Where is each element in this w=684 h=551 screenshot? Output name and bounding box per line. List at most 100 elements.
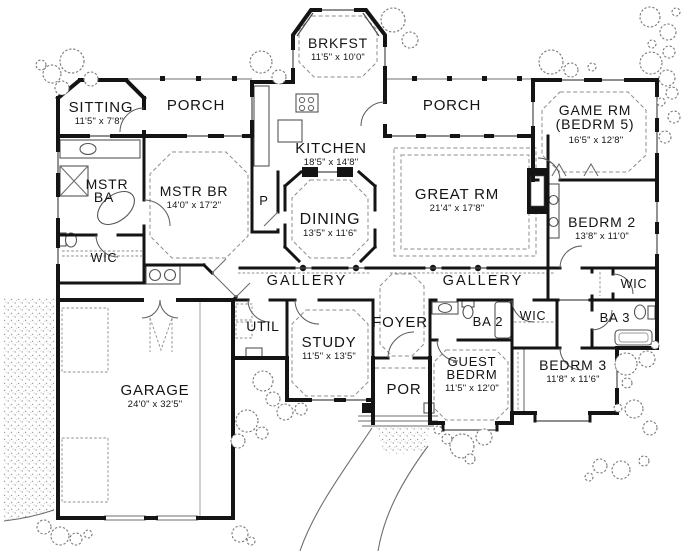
room-dims-great-rm: 21'4" x 17'8" bbox=[430, 203, 485, 214]
room-label-pantry: P bbox=[259, 193, 268, 208]
shrub-icon bbox=[271, 69, 287, 85]
porch-columns bbox=[160, 76, 522, 81]
shrub-icon bbox=[662, 45, 676, 59]
shrub-icon bbox=[614, 352, 638, 376]
shrub-icon bbox=[42, 64, 62, 84]
shrub-icon bbox=[647, 39, 657, 49]
room-label-mstr-ba-2: BA bbox=[94, 189, 114, 205]
cooktop-icon bbox=[295, 93, 319, 113]
shrub-icon bbox=[538, 49, 564, 75]
room-dims-guest: 11'5" x 12'0" bbox=[445, 383, 499, 394]
shrub-icon bbox=[249, 50, 273, 74]
shrub-icon bbox=[611, 460, 631, 480]
room-label-bedrm3: BEDRM 3 bbox=[539, 357, 607, 373]
room-label-foyer: FOYER bbox=[372, 314, 428, 331]
shrub-icon bbox=[639, 6, 661, 28]
room-dims-bedrm2: 13'8" x 11'0" bbox=[575, 231, 629, 242]
shrub-icon bbox=[638, 455, 650, 467]
shrub-icon bbox=[656, 97, 666, 107]
landscaping bbox=[35, 6, 681, 546]
shrub-icon bbox=[665, 86, 679, 100]
garage-marks bbox=[61, 300, 201, 518]
shrub-icon bbox=[671, 7, 681, 17]
shrub-icon bbox=[50, 526, 70, 546]
room-label-por: POR bbox=[387, 381, 422, 398]
room-label-ba2: BA 2 bbox=[473, 314, 504, 329]
shrub-icon bbox=[252, 370, 274, 392]
room-label-wic-right: WIC bbox=[621, 277, 648, 291]
shrub-icon bbox=[659, 23, 677, 41]
room-labels: SITTING 11'5" x 7'8" PORCH BRKFST 11'5" … bbox=[69, 35, 648, 410]
shrub-icon bbox=[230, 433, 246, 449]
shrub-icon bbox=[592, 458, 608, 474]
walkway bbox=[299, 415, 438, 551]
toilet-icon bbox=[633, 304, 647, 320]
shrub-icon bbox=[639, 51, 663, 75]
room-label-util: UTIL bbox=[246, 318, 280, 334]
doors bbox=[95, 101, 634, 371]
shrub-icon bbox=[642, 420, 658, 436]
room-label-game-rm-alt: (BEDRM 5) bbox=[556, 116, 635, 132]
shrub-icon bbox=[449, 433, 475, 459]
toilet-icon bbox=[462, 304, 474, 320]
shrub-icon bbox=[658, 69, 676, 87]
room-dims-sitting: 11'5" x 7'8" bbox=[75, 116, 124, 127]
shrub-icon bbox=[83, 529, 93, 539]
room-label-bedrm2: BEDRM 2 bbox=[568, 214, 636, 230]
room-label-study: STUDY bbox=[302, 334, 357, 351]
shrub-icon bbox=[255, 426, 269, 440]
sink-icon bbox=[437, 302, 453, 314]
shrub-icon bbox=[294, 402, 308, 416]
shrub-icon bbox=[650, 340, 660, 350]
shrub-icon bbox=[380, 7, 406, 33]
shrub-icon bbox=[276, 403, 294, 421]
shrub-icon bbox=[69, 532, 83, 546]
room-label-porch-left: PORCH bbox=[167, 97, 225, 114]
shrub-icon bbox=[667, 110, 681, 124]
shrub-icon bbox=[401, 31, 419, 49]
shrub-icon bbox=[638, 350, 656, 368]
shrub-icon bbox=[624, 399, 644, 419]
shrub-icon bbox=[35, 59, 47, 71]
room-dims-brkfst: 11'5" x 10'0" bbox=[311, 52, 365, 63]
shrub-icon bbox=[584, 472, 594, 482]
shrub-icon bbox=[231, 525, 249, 543]
room-label-sitting: SITTING bbox=[69, 99, 134, 116]
room-dims-dining: 13'5" x 11'6" bbox=[303, 228, 357, 239]
room-label-ba3: BA 3 bbox=[600, 310, 631, 325]
shrub-icon bbox=[246, 536, 256, 546]
room-label-wic-left: WIC bbox=[91, 251, 118, 265]
room-label-dining: DINING bbox=[300, 211, 361, 228]
kitchen-island-icon bbox=[277, 119, 303, 143]
shrub-icon bbox=[441, 433, 453, 445]
room-label-gallery-left: GALLERY bbox=[267, 273, 348, 289]
interior-walls bbox=[56, 134, 659, 425]
room-label-guest-1: GUEST bbox=[448, 354, 497, 369]
vanity-icon bbox=[59, 139, 141, 159]
room-label-guest-2: BEDRM bbox=[447, 367, 498, 382]
fixtures bbox=[58, 85, 656, 414]
room-label-kitchen: KITCHEN bbox=[295, 140, 366, 157]
room-label-brkfst: BRKFST bbox=[308, 35, 368, 51]
room-dims-garage: 24'0" x 32'5" bbox=[128, 399, 183, 410]
room-label-wic-center: WIC bbox=[520, 309, 547, 323]
room-label-gallery-right: GALLERY bbox=[443, 273, 524, 289]
shrub-icon bbox=[464, 453, 476, 465]
room-label-mstr-br: MSTR BR bbox=[160, 183, 229, 199]
shrub-icon bbox=[563, 62, 579, 78]
shrub-icon bbox=[235, 409, 259, 433]
room-label-porch-right: PORCH bbox=[423, 97, 481, 114]
shrub-icon bbox=[59, 48, 85, 74]
room-label-mstr-ba-1: MSTR bbox=[86, 176, 129, 192]
room-dims-bedrm3: 11'8" x 11'6" bbox=[546, 374, 599, 385]
shrub-icon bbox=[587, 62, 597, 72]
shrub-icon bbox=[54, 80, 70, 96]
bathtub-icon bbox=[614, 329, 653, 346]
shrub-icon bbox=[621, 377, 633, 389]
kitchen-counter-icon bbox=[253, 85, 270, 167]
room-label-game-rm: GAME RM bbox=[559, 102, 632, 118]
room-label-great-rm: GREAT RM bbox=[415, 186, 499, 203]
room-dims-game-rm: 16'5" x 12'8" bbox=[569, 135, 624, 146]
